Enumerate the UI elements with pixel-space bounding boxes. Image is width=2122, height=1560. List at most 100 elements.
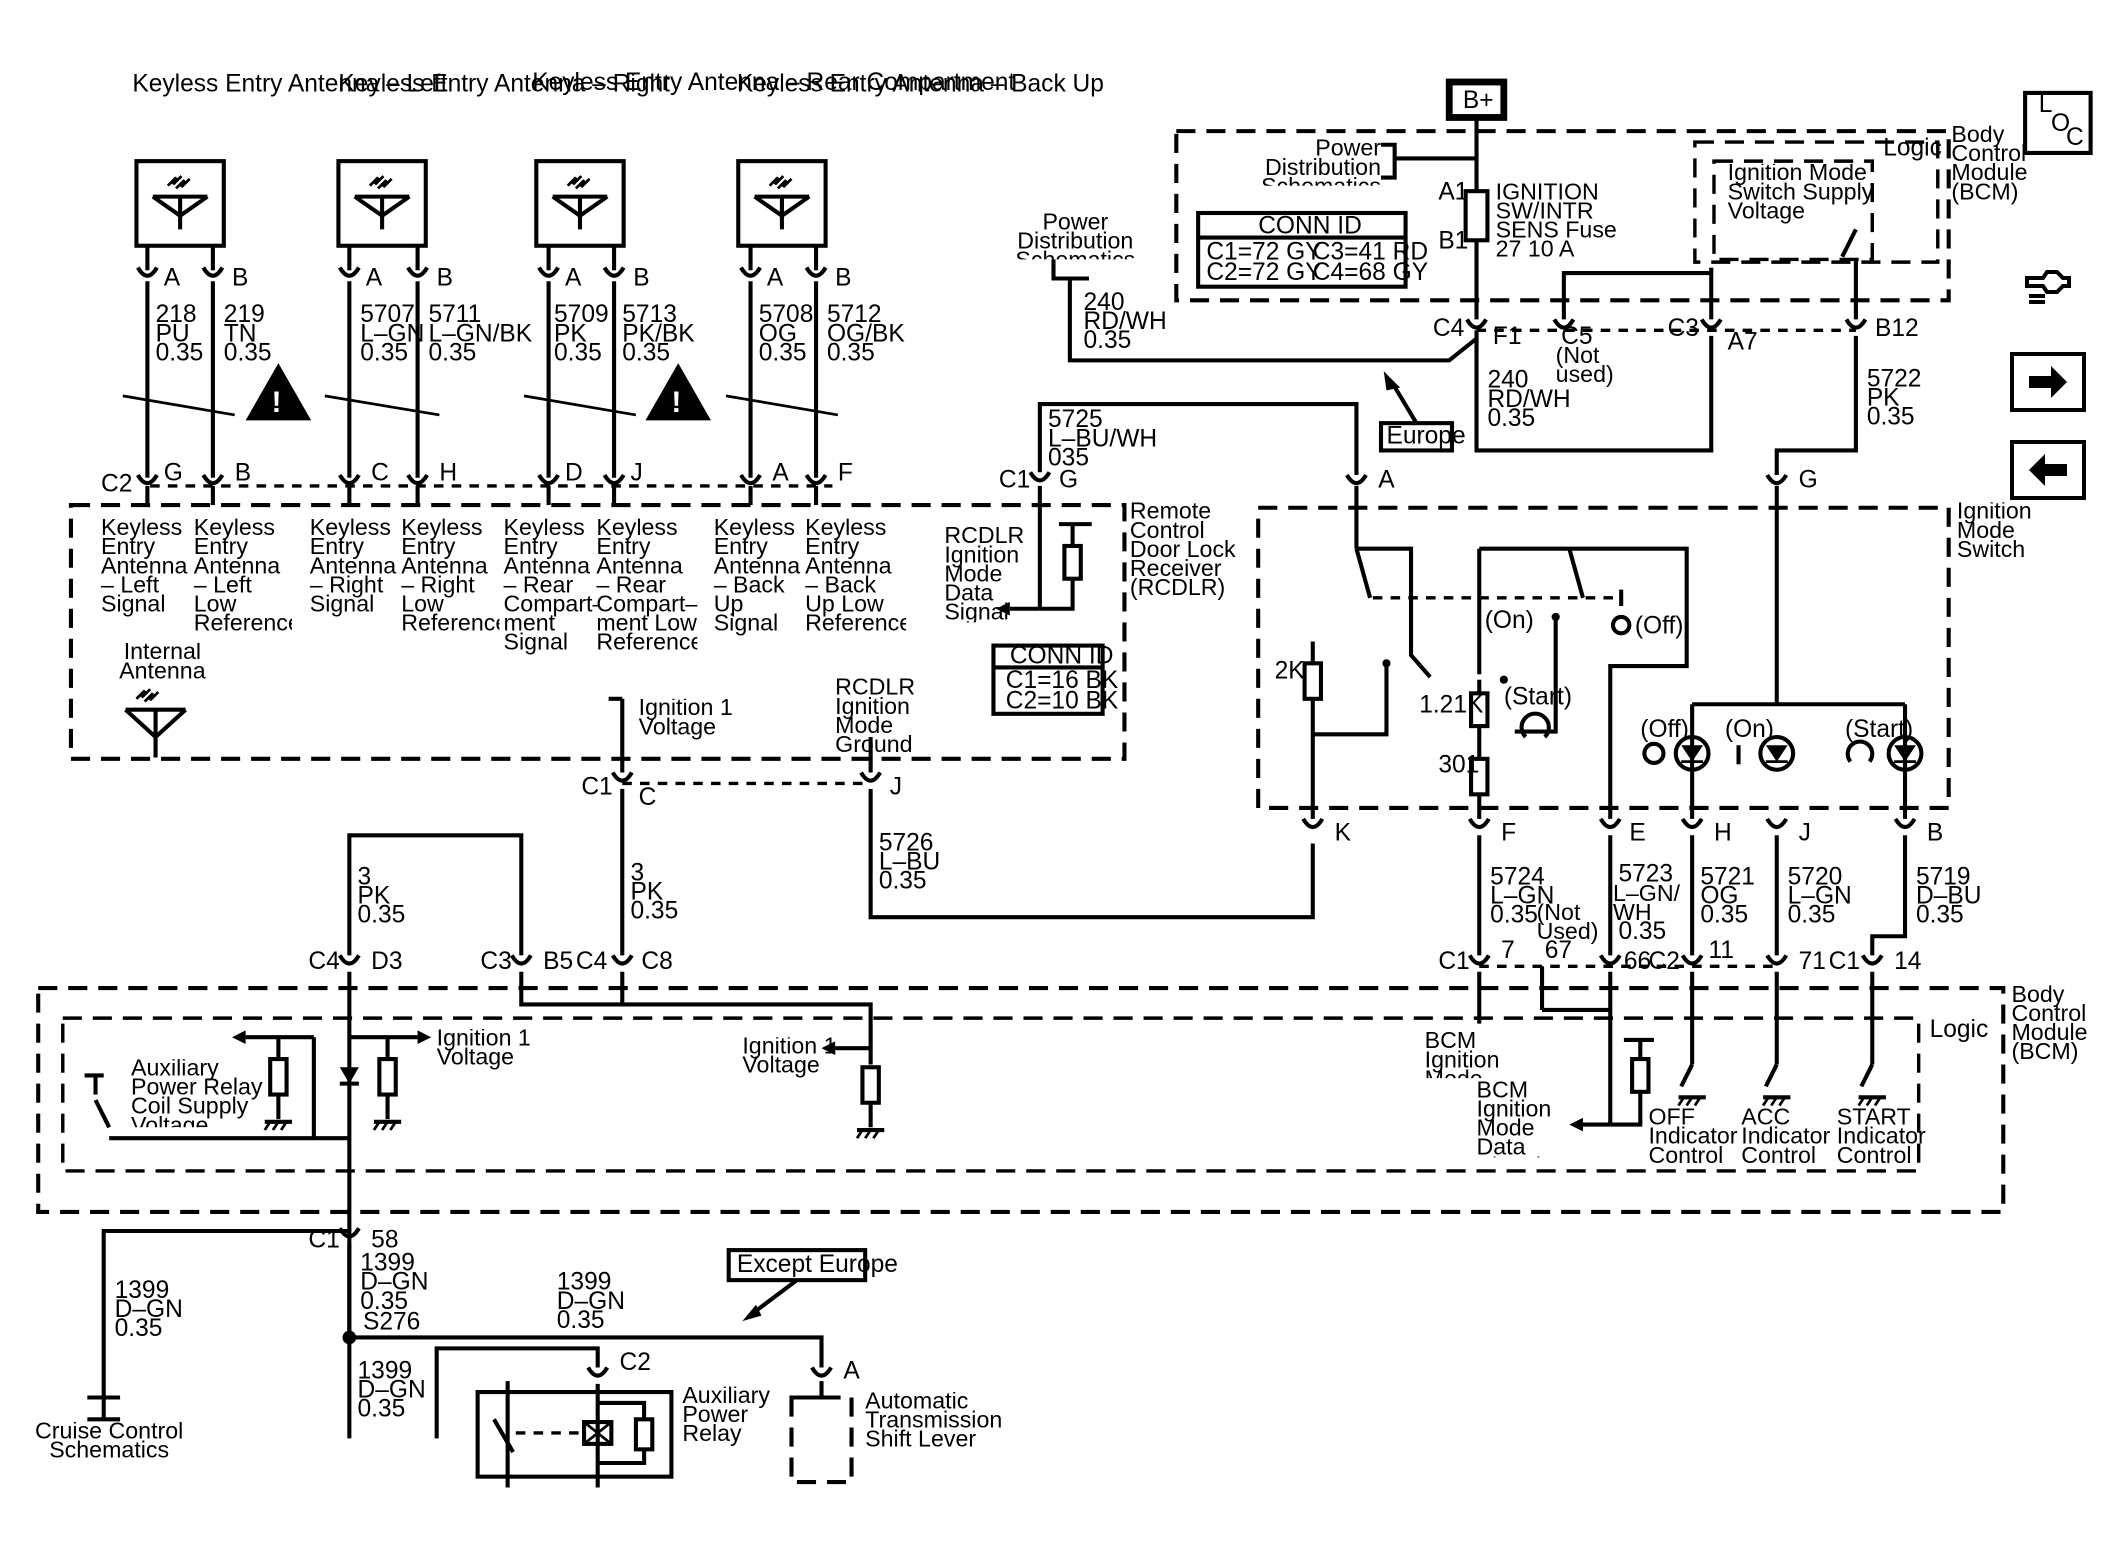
svg-text:TN: TN xyxy=(224,320,257,347)
svg-text:0.35: 0.35 xyxy=(630,898,678,925)
svg-text:OG/BK: OG/BK xyxy=(827,320,905,347)
power-dist-left-label: Power Distribution Schematics xyxy=(1015,212,1135,259)
svg-text:C2=10 BK: C2=10 BK xyxy=(1006,687,1119,714)
antenna-rear-name: Keyless Entry Antenna – Rear Compartment xyxy=(532,69,1015,96)
rcdlr-data-signal-label: RCDLR Ignition Mode Data Signal xyxy=(944,526,1025,623)
rcdlr-backup-signal-label: Keyless Entry Antenna – Back Up Signal xyxy=(713,518,801,637)
next-arrow-icon[interactable] xyxy=(2010,352,2086,412)
svg-text:66: 66 xyxy=(1624,948,1651,975)
svg-text:C5: C5 xyxy=(1561,323,1592,350)
svg-text:C: C xyxy=(371,459,389,486)
svg-text:219: 219 xyxy=(224,301,265,328)
bcm-module-name: Body Control Module (BCM) xyxy=(1951,125,2028,205)
svg-text:RD/WH: RD/WH xyxy=(1084,308,1167,335)
svg-text:K: K xyxy=(1335,820,1352,847)
svg-text:C3: C3 xyxy=(1668,315,1699,342)
svg-text:PU: PU xyxy=(156,320,190,347)
ign1-voltage-a: Ignition 1 Voltage xyxy=(436,1029,531,1070)
svg-text:0.35: 0.35 xyxy=(1084,327,1132,354)
antenna-rear: Keyless Entry Antenna – Rear Compartment xyxy=(532,69,1015,246)
svg-text:1399: 1399 xyxy=(557,1269,612,1296)
bcm-top: B+ Power Distribution Schematics A1 B1 I… xyxy=(1015,78,2093,476)
svg-text:3: 3 xyxy=(358,863,372,890)
connector-label: C2 xyxy=(101,470,132,497)
svg-text:5719: 5719 xyxy=(1916,863,1971,890)
svg-text:C1=72 GY: C1=72 GY xyxy=(1206,238,1321,265)
svg-text:5711: 5711 xyxy=(428,301,481,328)
pin-label: A xyxy=(767,264,784,291)
svg-text:C1: C1 xyxy=(1438,948,1469,975)
svg-text:B: B xyxy=(235,459,251,486)
svg-text:0.35: 0.35 xyxy=(156,339,204,366)
svg-text:0.35: 0.35 xyxy=(879,867,927,894)
location-icon: L O C xyxy=(2023,90,2093,155)
led-icon xyxy=(1758,734,1796,772)
svg-text:C4: C4 xyxy=(1433,315,1464,342)
svg-text:1399: 1399 xyxy=(360,1250,415,1277)
svg-text:D–GN: D–GN xyxy=(557,1288,625,1315)
svg-text:PK: PK xyxy=(554,320,587,347)
pin-label: A xyxy=(366,264,383,291)
rcdlr-ign1-label: Ignition 1 Voltage xyxy=(638,698,733,740)
previous-arrow-icon[interactable] xyxy=(2010,440,2086,500)
svg-text:5709: 5709 xyxy=(554,301,609,328)
svg-text:L: L xyxy=(2039,91,2053,118)
antenna-left: Keyless Entry Antenna – Left xyxy=(132,71,448,246)
svg-text:0.35: 0.35 xyxy=(554,339,602,366)
svg-text:14: 14 xyxy=(1894,948,1921,975)
svg-text:035: 035 xyxy=(1048,444,1089,471)
svg-text:C: C xyxy=(2066,124,2084,151)
svg-text:B1: B1 xyxy=(1438,227,1468,254)
svg-text:0.35: 0.35 xyxy=(1618,918,1666,945)
svg-text:C2=72 GY: C2=72 GY xyxy=(1206,259,1321,286)
svg-text:240: 240 xyxy=(1084,289,1125,316)
connector-tool-icon[interactable] xyxy=(2010,256,2086,316)
svg-text:A: A xyxy=(843,1357,860,1384)
antenna-icon xyxy=(738,161,825,246)
svg-text:5723: 5723 xyxy=(1618,861,1673,888)
svg-text:CONN ID: CONN ID xyxy=(1258,212,1362,239)
svg-text:J: J xyxy=(890,773,902,800)
svg-text:5724: 5724 xyxy=(1490,863,1545,890)
svg-text:5712: 5712 xyxy=(827,301,882,328)
svg-text:67: 67 xyxy=(1545,937,1572,964)
svg-text:O: O xyxy=(2051,110,2070,137)
svg-text:3: 3 xyxy=(630,859,644,886)
svg-text:RD/WH: RD/WH xyxy=(1487,386,1570,413)
svg-text:5707: 5707 xyxy=(360,301,415,328)
svg-text:301: 301 xyxy=(1438,751,1479,778)
bcm-bottom-name: Body Control Module (BCM) xyxy=(2011,985,2088,1065)
svg-text:0.35: 0.35 xyxy=(622,339,670,366)
antenna-right-name: Keyless Entry Antenna – Right xyxy=(338,71,670,98)
svg-text:L–GN: L–GN xyxy=(1490,882,1554,909)
svg-text:G: G xyxy=(1799,466,1818,493)
pin-label: B xyxy=(232,264,248,291)
svg-text:2K: 2K xyxy=(1275,657,1306,684)
svg-text:1399: 1399 xyxy=(115,1277,170,1304)
switch-supply-label: Ignition Mode Switch Supply Voltage xyxy=(1727,163,1874,224)
svg-text:F: F xyxy=(838,459,853,486)
svg-text:0.35: 0.35 xyxy=(1487,405,1535,432)
svg-text:B: B xyxy=(1927,820,1943,847)
svg-text:G: G xyxy=(1059,466,1078,493)
svg-text:D–BU: D–BU xyxy=(1916,882,1981,909)
ignition-switch-name: Ignition Mode Switch xyxy=(1956,502,2032,563)
antenna-left-name: Keyless Entry Antenna – Left xyxy=(132,71,447,98)
svg-text:0.35: 0.35 xyxy=(1788,902,1836,929)
svg-text:(Off): (Off) xyxy=(1640,716,1689,743)
svg-text:0.35: 0.35 xyxy=(1916,902,1964,929)
svg-text:D3: D3 xyxy=(371,948,402,975)
antenna-backup: Keyless Entry Antenna – Back Up xyxy=(737,71,1104,246)
svg-text:C8: C8 xyxy=(641,948,672,975)
aux-coil-label: Auxiliary Power Relay Coil Supply Voltag… xyxy=(131,1059,263,1128)
rcdlr-left-signal-label: Keyless Entry Antenna – Left Signal xyxy=(100,518,188,617)
trans-shift-label: Automatic Transmission Shift Lever xyxy=(865,1392,1002,1453)
fuse-label: IGNITION SW/INTR SENS Fuse 27 10 A xyxy=(1495,182,1617,263)
splice-label: S276 xyxy=(363,1308,420,1335)
svg-text:OG: OG xyxy=(759,320,797,347)
svg-text:0.35: 0.35 xyxy=(358,1396,406,1423)
svg-text:0.35: 0.35 xyxy=(115,1315,163,1342)
